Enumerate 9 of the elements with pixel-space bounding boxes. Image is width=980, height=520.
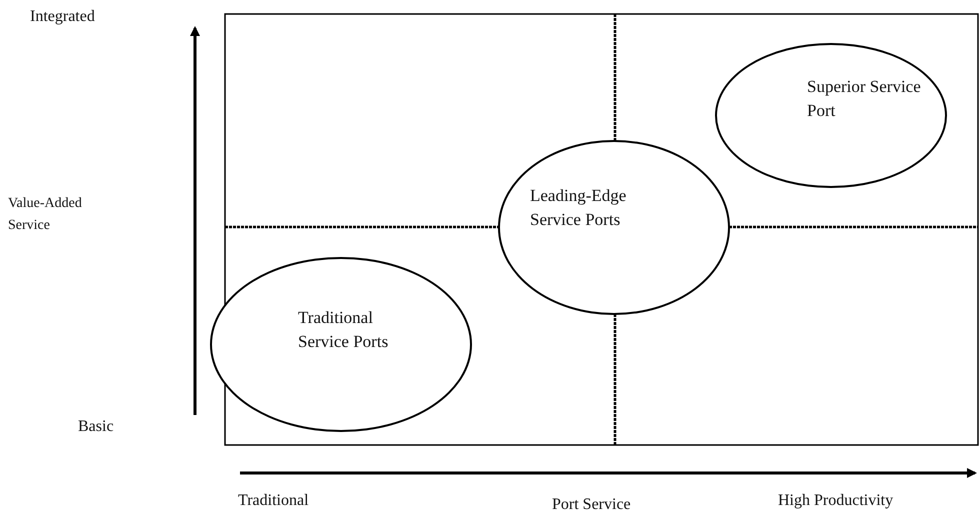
axis-label: Value-Added Service [8, 195, 83, 235]
position-label: Superior Service Port [807, 76, 922, 122]
axis-label: Traditional [238, 491, 310, 511]
axis-label: Integrated [30, 7, 96, 27]
position-label: Leading-Edge Service Ports [530, 185, 628, 231]
axis-label: Port Service [552, 495, 632, 515]
position-label: Traditional Service Ports [298, 307, 390, 353]
axis-label: Basic [78, 417, 115, 437]
axis-label: High Productivity [778, 491, 894, 511]
